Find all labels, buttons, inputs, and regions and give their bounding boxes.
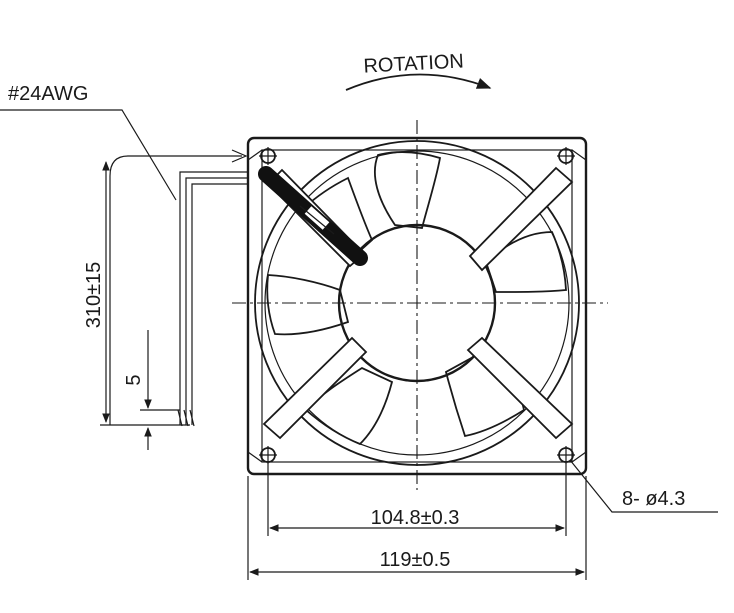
hole-spacing-dimension: 104.8±0.3 xyxy=(267,462,567,536)
hole-spacing-label: 104.8±0.3 xyxy=(371,507,460,529)
rotation-indicator: ROTATION xyxy=(345,50,492,91)
strip-length-label: 5 xyxy=(123,374,145,385)
wire-gauge-label: #24AWG xyxy=(8,83,88,105)
mount-hole-label: 8- ø4.3 xyxy=(622,488,685,510)
center-lines xyxy=(232,120,608,490)
wire-gauge-callout: #24AWG xyxy=(0,83,177,201)
mount-hole-callout: 8- ø4.3 xyxy=(569,459,718,513)
lead-length-label: 310±15 xyxy=(83,262,105,329)
lead-wires xyxy=(109,149,248,427)
overall-width-dimension: 119±0.5 xyxy=(247,476,587,580)
fan-blades xyxy=(266,151,567,446)
rotation-label: ROTATION xyxy=(363,50,464,77)
overall-width-label: 119±0.5 xyxy=(380,549,451,571)
wire-channel xyxy=(258,166,368,266)
lead-length-dimension: 310±15 xyxy=(83,161,190,426)
strip-length-dimension: 5 xyxy=(123,330,180,450)
